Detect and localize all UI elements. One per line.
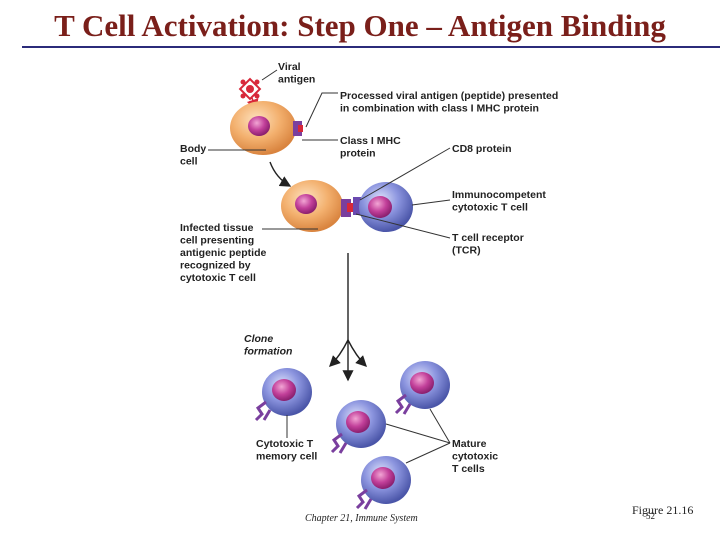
immunocompetent-t-cell [359,182,413,232]
label-line: cytotoxic T cell [452,202,528,214]
label-line: Body [180,143,206,155]
label-line: cytotoxic T cell [180,272,256,284]
mature-t-cell [330,400,386,454]
nucleus-icon [368,196,392,218]
label-line: formation [244,346,292,358]
label-line: Infected tissue [180,222,254,234]
label-line: Processed viral antigen (peptide) presen… [340,90,558,102]
nucleus-icon [248,116,270,136]
label-processed-antigen: Processed viral antigen (peptide) presen… [340,90,558,115]
footer-chapter: Chapter 21, Immune System [305,513,418,524]
label-line: Viral [278,61,301,73]
label-line: (TCR) [452,245,481,257]
leader-lines [208,69,451,464]
mature-t-cell [355,456,411,510]
label-line: cell presenting [180,235,254,247]
clone-formation-arrows [329,253,367,382]
footer-figure: Figure 21.16 [632,503,694,517]
label-line: cell [180,156,198,168]
label-line: cytotoxic [452,451,498,463]
memory-t-cell [254,368,312,422]
nucleus-icon [346,411,370,433]
receptor-icon [394,393,412,415]
peptide-icon [298,125,303,132]
label-line: Clone [244,333,273,345]
label-cd8-protein: CD8 protein [452,143,512,155]
label-line: T cell receptor [452,232,524,244]
label-line: in combination with class I MHC protein [340,103,539,115]
label-line: Mature [452,438,487,450]
label-line: protein [340,148,376,160]
receptor-icon [355,488,373,510]
binding-complex [341,197,362,217]
mhc-protein-icon [341,199,351,217]
label-line: memory cell [256,451,317,463]
peptide-icon [347,203,353,212]
label-line: Class I MHC [340,135,401,147]
label-line: recognized by [180,260,251,272]
nucleus-icon [272,379,296,401]
label-line: antigenic peptide [180,247,267,259]
label-line: antigen [278,74,315,86]
label-line: CD8 protein [452,143,512,155]
label-line: Immunocompetent [452,189,546,201]
mhc-protein-icon [293,121,302,136]
tcr-icon [353,197,362,215]
infected-tissue-cell [281,180,343,232]
label-line: Cytotoxic T [256,438,314,450]
title-underline [22,46,720,48]
label-tcr: T cell receptor(TCR) [452,232,524,257]
stage-arrow [269,161,292,187]
page-title: T Cell Activation: Step One – Antigen Bi… [54,8,666,43]
page-number: 52 [646,511,655,521]
viral-antigen-icon [238,77,262,101]
label-line: T cells [452,463,485,475]
mature-t-cell [394,361,450,415]
body-cell [230,101,303,155]
nucleus-icon [410,372,434,394]
nucleus-icon [295,194,317,214]
nucleus-icon [371,467,395,489]
receptor-icon [330,432,348,454]
receptor-icon [254,400,272,422]
